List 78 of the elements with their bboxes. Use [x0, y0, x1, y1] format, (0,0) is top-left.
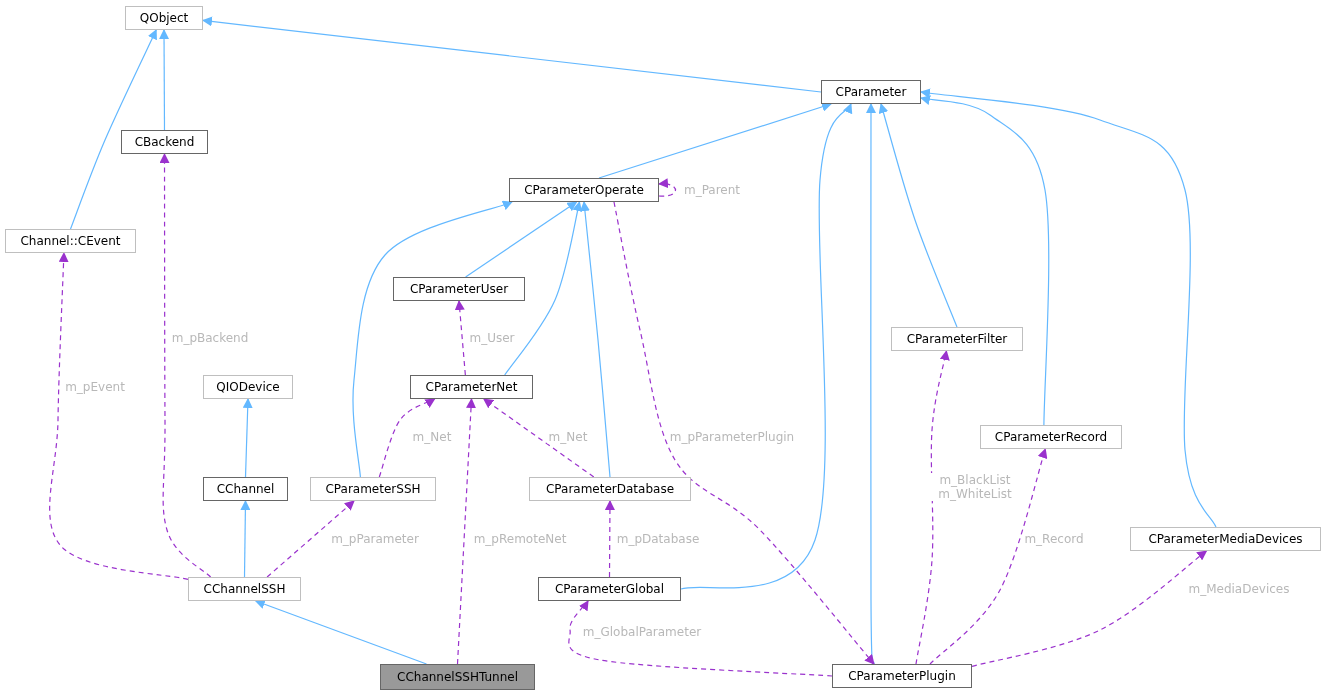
arrow	[465, 201, 578, 278]
edge-label: m_Net	[547, 430, 589, 444]
edge-label: m_Record	[1023, 532, 1085, 546]
class-box	[203, 375, 293, 399]
arrow	[504, 201, 583, 376]
dashed-arrow	[266, 500, 355, 578]
edge-label: m_Net	[411, 430, 453, 444]
edge-label: m_pParameterPlugin	[668, 430, 796, 444]
class-box	[538, 577, 681, 601]
class-name: Channel::CEvent	[20, 234, 121, 248]
class-name: QObject	[139, 11, 189, 25]
class-box	[203, 477, 288, 501]
edge-label: m_Parent	[682, 183, 742, 197]
arrow	[920, 94, 1050, 426]
class-name: CParameterGlobal	[554, 582, 665, 596]
dashed-arrow	[454, 300, 466, 376]
arrow	[159, 29, 170, 131]
arrow	[878, 103, 958, 328]
class-box	[393, 277, 525, 301]
edge-label: m_pParameter	[330, 532, 420, 546]
dashed-arrow	[568, 600, 833, 677]
class-box	[891, 327, 1023, 351]
class-name: CChannelSSH	[203, 582, 286, 596]
arrow	[579, 201, 611, 478]
dashed-arrow	[483, 398, 595, 478]
dashed-arrow	[613, 201, 875, 665]
class-box	[188, 577, 301, 601]
class-name: CParameterNet	[425, 380, 518, 394]
class-box	[509, 178, 659, 202]
edge-label: m_pEvent	[64, 380, 126, 394]
class-name: CBackend	[134, 135, 195, 149]
dashed-arrow	[604, 500, 615, 578]
arrow	[69, 29, 157, 230]
class-name: CParameterSSH	[325, 482, 421, 496]
class-name: CParameterOperate	[524, 183, 644, 197]
class-box	[121, 130, 208, 154]
dashed-arrow	[49, 252, 189, 580]
class-name: CParameterDatabase	[545, 482, 675, 496]
class-box	[310, 477, 436, 501]
class-name: CParameter	[835, 85, 907, 99]
edge-label: m_pDatabase	[615, 532, 701, 546]
arrow	[242, 398, 253, 478]
class-box	[1130, 527, 1321, 551]
class-box	[529, 477, 691, 501]
arrow	[866, 103, 876, 665]
arrow	[680, 103, 852, 590]
class-box	[380, 664, 535, 690]
class-box	[410, 375, 533, 399]
arrow	[240, 500, 251, 578]
dashed-arrow	[915, 350, 950, 665]
class-name: CChannelSSHTunnel	[397, 670, 518, 684]
dashed-arrow	[456, 398, 476, 665]
edge-label: m_GlobalParameter	[581, 625, 703, 639]
class-name: CParameterUser	[409, 282, 509, 296]
class-name: CChannel	[216, 482, 275, 496]
edge-label: m_MediaDevices	[1187, 582, 1291, 596]
class-box	[832, 664, 972, 688]
arrow	[920, 88, 1217, 528]
class-name: CParameterRecord	[994, 430, 1108, 444]
edge-label: m_User	[468, 331, 516, 345]
class-box	[821, 80, 921, 104]
arrow	[202, 16, 822, 93]
class-name: CParameterMediaDevices	[1148, 532, 1303, 546]
edge-label: m_pBackend	[170, 331, 250, 345]
arrow	[254, 599, 428, 665]
class-box	[980, 425, 1122, 449]
dashed-arrow	[971, 550, 1208, 667]
class-box	[5, 229, 136, 253]
class-name: CParameterFilter	[906, 332, 1008, 346]
edge-label: m_pRemoteNet	[472, 532, 568, 546]
dashed-arrow	[658, 178, 677, 197]
dashed-arrow	[378, 398, 436, 478]
class-box	[125, 6, 203, 30]
class-name: QIODevice	[216, 380, 280, 394]
dashed-arrow	[159, 153, 212, 578]
arrow	[352, 200, 513, 478]
dashed-arrow	[929, 448, 1048, 665]
class-name: CParameterPlugin	[848, 669, 956, 683]
